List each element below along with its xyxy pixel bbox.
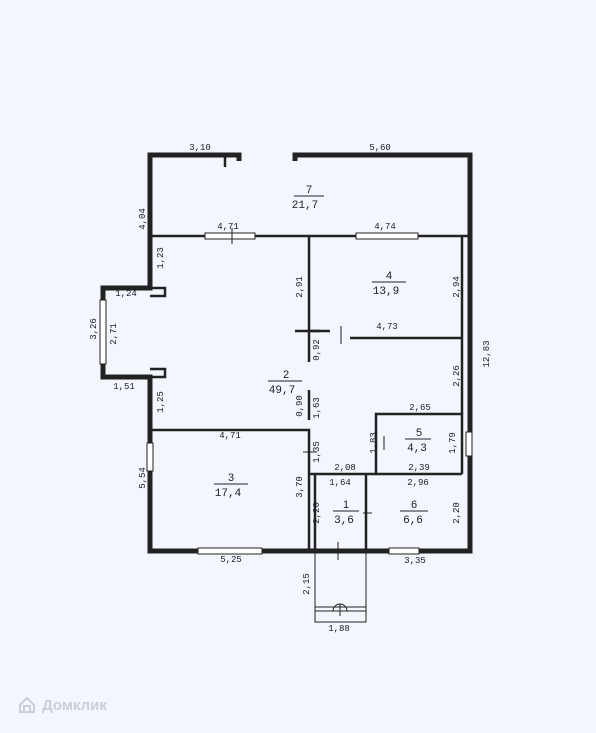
room-6-area: 6,6: [403, 515, 423, 527]
room-5-number: 5: [416, 427, 422, 439]
dimension-labels: 3,10 5,60 4,71 4,74 4,04 1,23 1,24 3,26 …: [89, 143, 492, 634]
room-1-number: 1: [343, 499, 349, 511]
dim-1-25: 1,25: [156, 391, 166, 413]
room-6-number: 6: [411, 499, 417, 511]
dim-2-15: 2,15: [302, 573, 312, 595]
dim-12-83: 12,83: [482, 340, 492, 367]
watermark-logo: Домклик: [18, 696, 107, 714]
dim-4-71-top: 4,71: [217, 222, 239, 232]
dim-top-right: 5,60: [369, 143, 391, 153]
dim-0-92: 0,92: [312, 339, 322, 361]
dim-5-25: 5,25: [220, 555, 242, 565]
dim-5-54: 5,54: [138, 467, 148, 489]
room-labels: 7 21,7 4 13,9 2 49,7 3 17,4 5 4,3 1 3,6 …: [214, 184, 431, 527]
dim-4-04: 4,04: [138, 208, 148, 230]
dim-1-23: 1,23: [156, 247, 166, 269]
dim-1-24: 1,24: [115, 289, 137, 299]
dim-2-71: 2,71: [109, 323, 119, 345]
dim-0-90: 0,90: [295, 395, 305, 417]
dim-2-08: 2,08: [334, 463, 356, 473]
dim-1-79: 1,79: [448, 432, 458, 454]
dim-1-63: 1,63: [312, 397, 322, 419]
dim-1-35: 1,35: [312, 441, 322, 463]
room-5-area: 4,3: [407, 443, 427, 455]
dim-4-73: 4,73: [376, 322, 398, 332]
dim-2-96: 2,96: [407, 478, 429, 488]
room-7-area: 21,7: [292, 200, 318, 212]
room-7-number: 7: [306, 184, 312, 196]
dim-1-64: 1,64: [329, 478, 351, 488]
room-4-area: 13,9: [373, 286, 399, 298]
dim-2-39: 2,39: [408, 463, 430, 473]
dim-2-65: 2,65: [409, 403, 431, 413]
dim-2-26: 2,26: [452, 365, 462, 387]
room-3-area: 17,4: [215, 488, 242, 500]
dim-3-70: 3,70: [295, 476, 305, 498]
room-4-number: 4: [386, 270, 392, 282]
room-2-area: 49,7: [269, 385, 295, 397]
dim-2-94: 2,94: [452, 276, 462, 298]
dim-4-71-mid: 4,71: [219, 431, 241, 441]
dim-4-74: 4,74: [374, 222, 396, 232]
dim-2-91: 2,91: [295, 276, 305, 298]
dim-2-20-right: 2,20: [452, 502, 462, 524]
dim-3-35: 3,35: [404, 556, 426, 566]
room-2-number: 2: [283, 369, 289, 381]
dim-1-83: 1,83: [369, 432, 379, 454]
windows: [99, 232, 473, 555]
room-3-number: 3: [228, 472, 234, 484]
room-1-area: 3,6: [334, 515, 354, 527]
dim-1-88: 1,88: [328, 624, 350, 634]
house-icon: [19, 696, 35, 713]
dim-top-left: 3,10: [189, 143, 211, 153]
dim-1-51: 1,51: [113, 382, 135, 392]
dim-3-26: 3,26: [89, 318, 99, 340]
watermark-text: Домклик: [42, 696, 107, 714]
dim-2-20-left: 2,20: [312, 502, 322, 524]
door-marks: [231, 228, 385, 616]
